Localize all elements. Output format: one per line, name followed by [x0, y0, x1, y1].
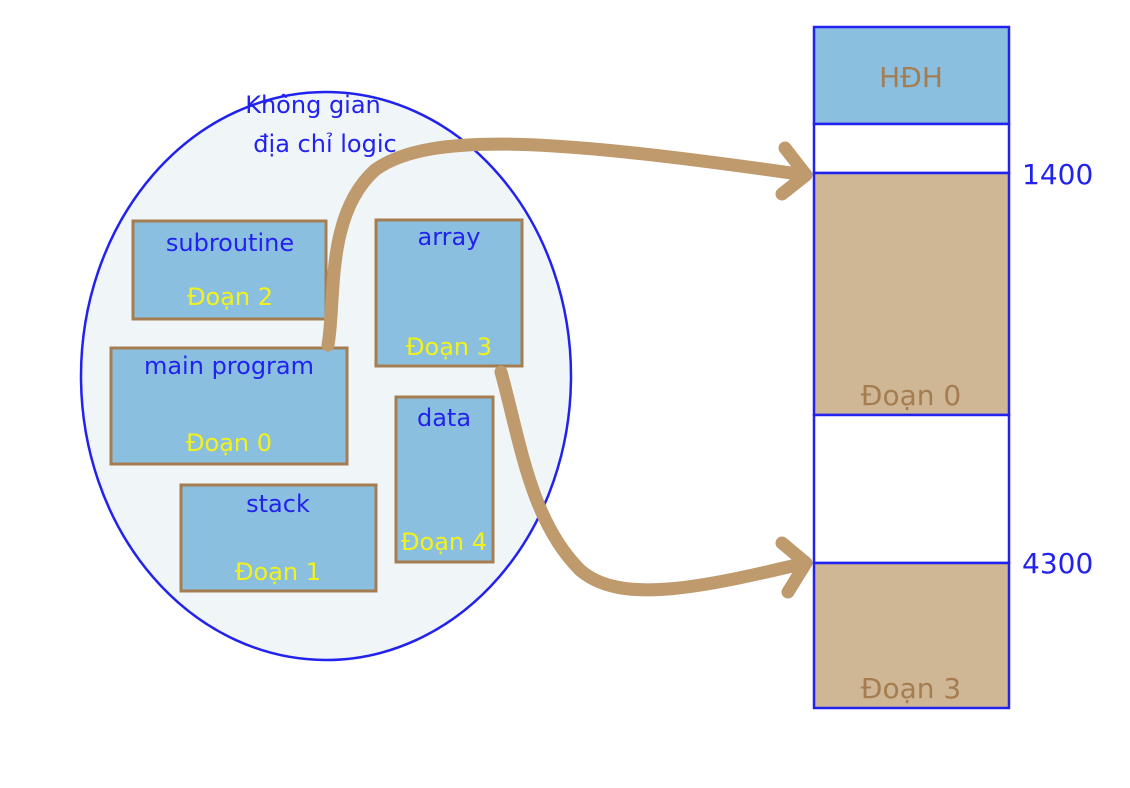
segment-array: array Đoạn 3 [374, 218, 524, 368]
segment-array-label: Đoạn 3 [406, 333, 492, 361]
segment-subroutine-name: subroutine [166, 229, 294, 257]
logical-space-label-line1: Không gian [245, 91, 381, 119]
segment-array-name: array [418, 223, 481, 251]
memory-block-segment3 [812, 561, 1011, 710]
memory-os-label: HĐH [879, 61, 943, 94]
mapping-arrow-segment3 [494, 365, 813, 599]
memory-segment0-label: Đoạn 0 [861, 379, 961, 412]
physical-memory: HĐH Đoạn 0 Đoạn 3 [812, 25, 1011, 710]
logical-space-label-line2: địa chỉ logic [253, 130, 396, 158]
address-1400-label: 1400 [1022, 158, 1093, 191]
memory-segment3-label: Đoạn 3 [861, 672, 961, 705]
segment-subroutine: subroutine Đoạn 2 [131, 219, 328, 321]
address-4300-label: 4300 [1022, 547, 1093, 580]
segment-data-name: data [417, 404, 471, 432]
segment-data: data Đoạn 4 [394, 395, 495, 564]
segment-main-program-name: main program [144, 352, 314, 380]
segment-stack: stack Đoạn 1 [179, 483, 378, 593]
segment-data-label: Đoạn 4 [401, 528, 487, 556]
memory-block-free-2 [812, 413, 1011, 565]
segment-main-program: main program Đoạn 0 [109, 346, 349, 466]
segment-stack-label: Đoạn 1 [235, 558, 321, 586]
segment-main-program-label: Đoạn 0 [186, 429, 272, 457]
memory-block-free-1 [812, 122, 1011, 175]
memory-block-segment0 [812, 171, 1011, 417]
segment-stack-name: stack [246, 490, 310, 518]
mapping-arrow-segment0 [321, 137, 813, 352]
segment-subroutine-label: Đoạn 2 [187, 283, 273, 311]
